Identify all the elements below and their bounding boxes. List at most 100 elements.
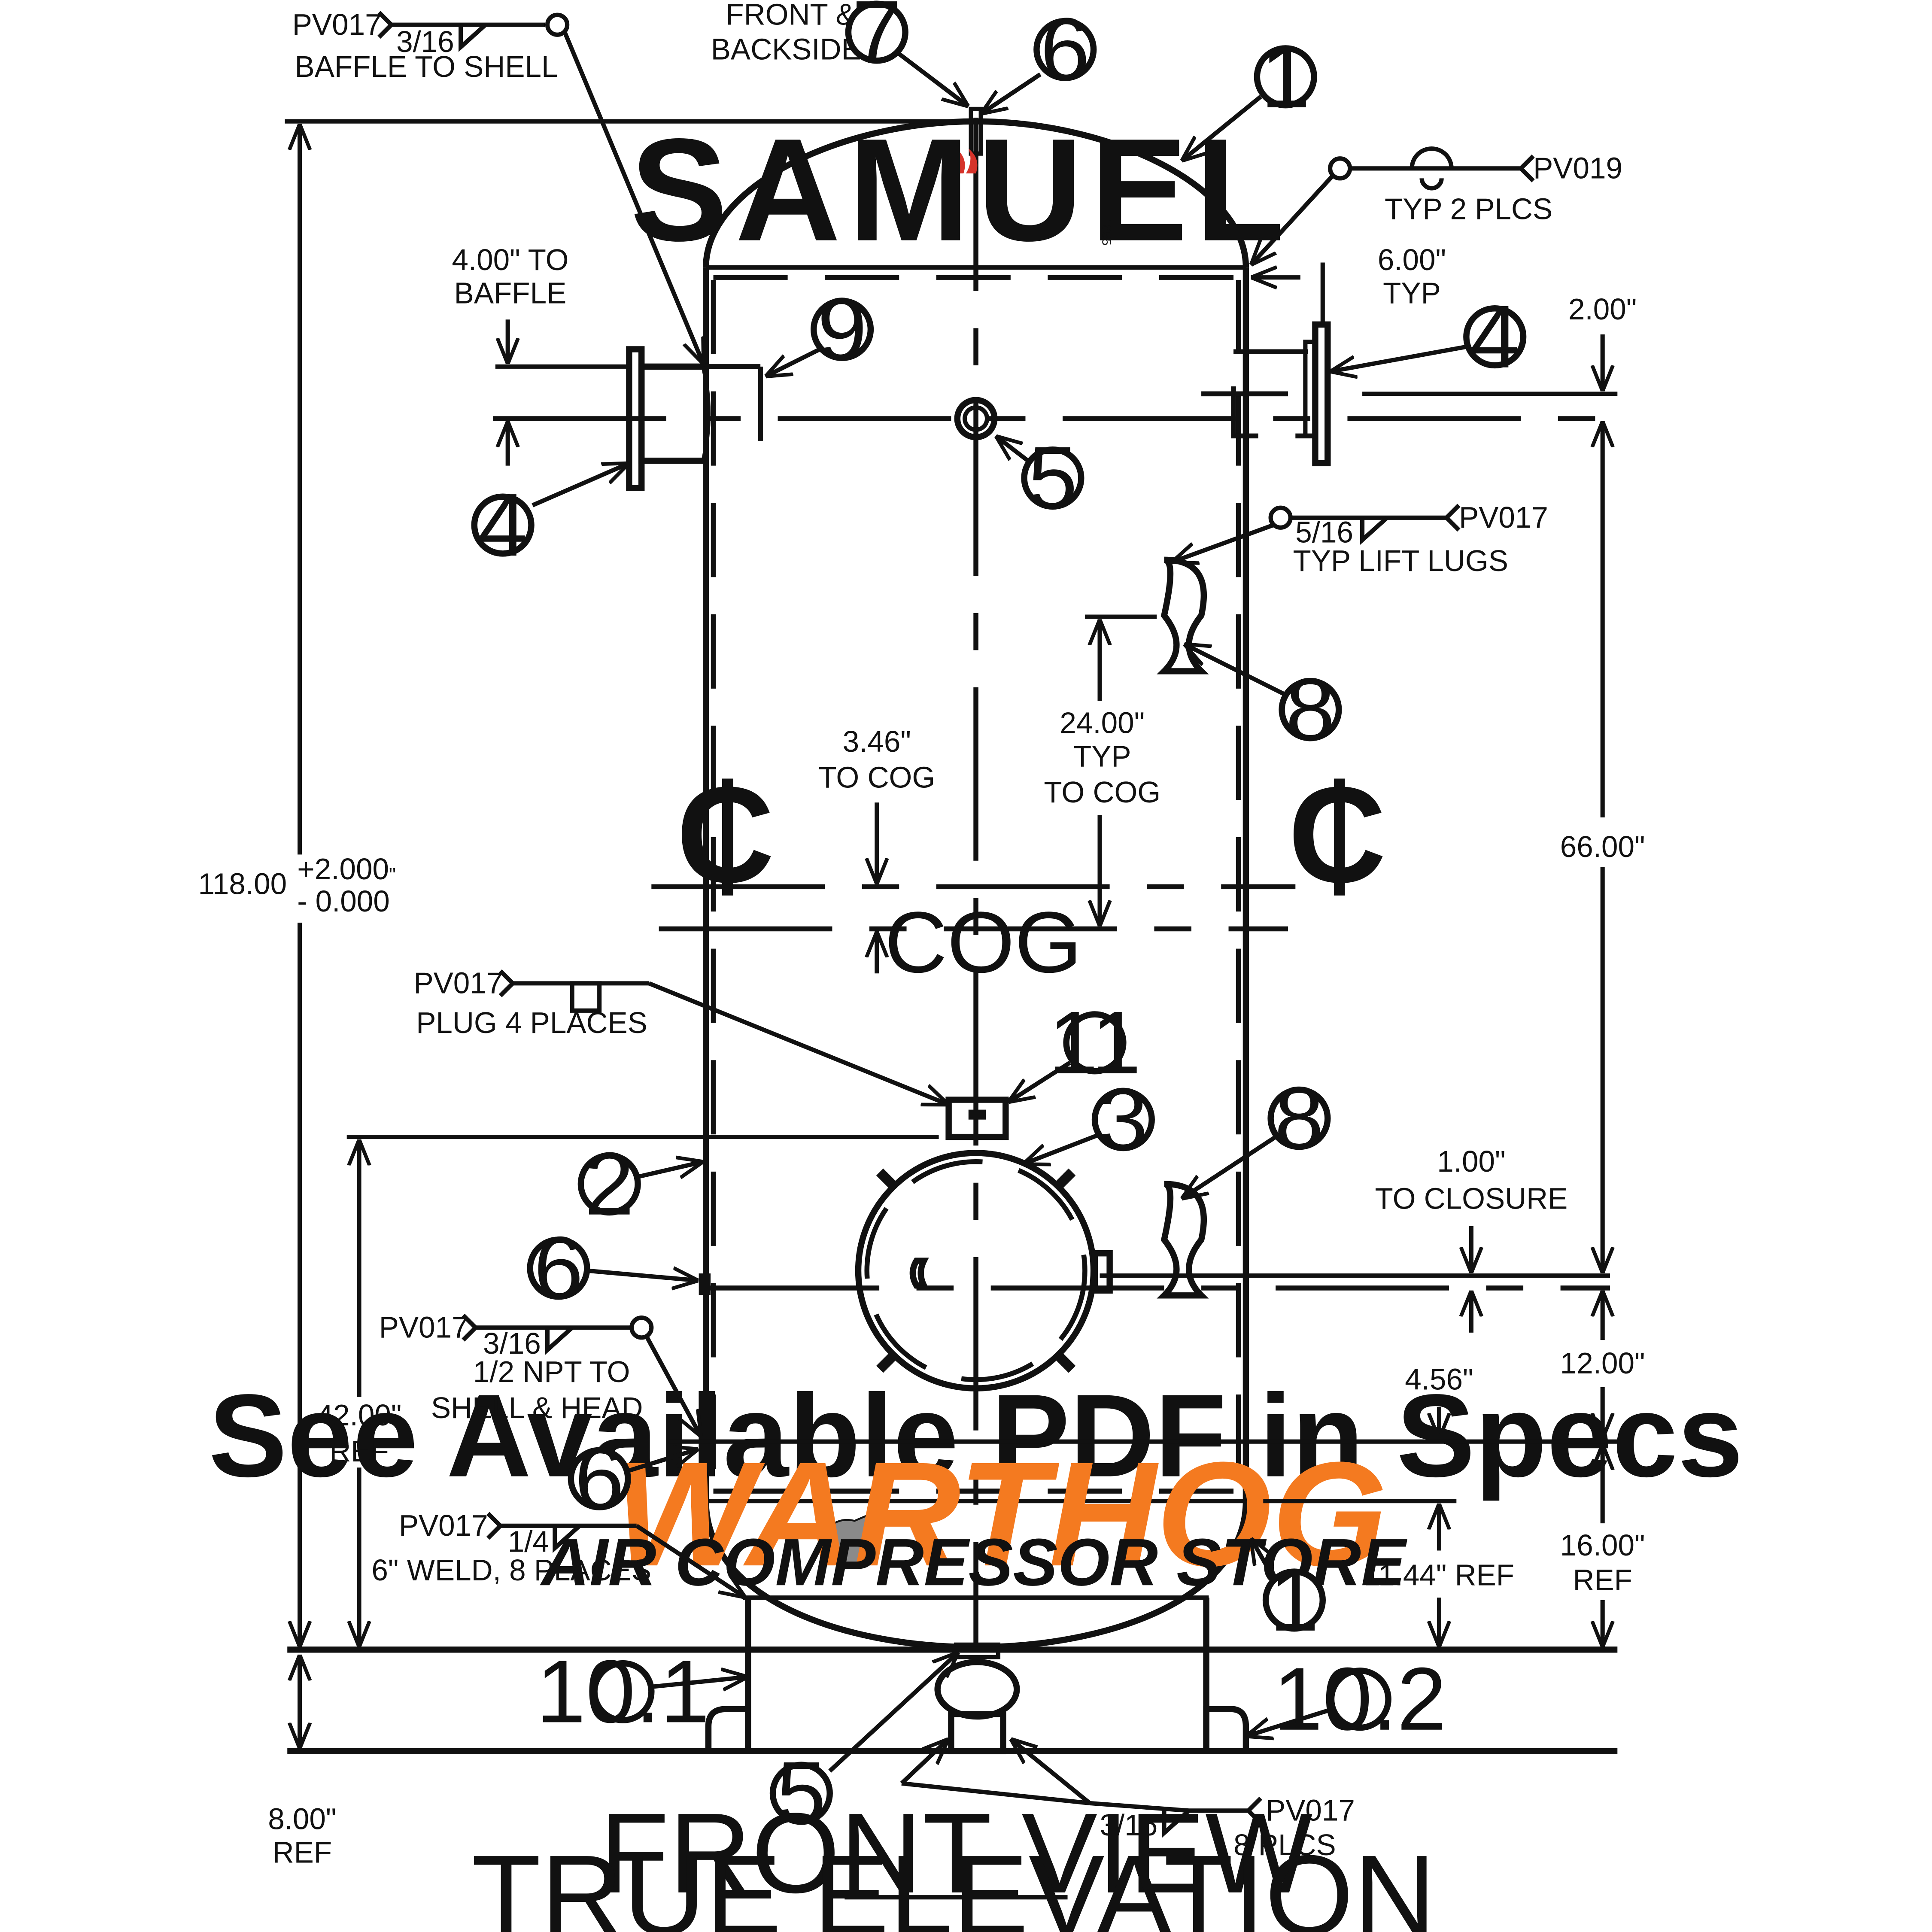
cog-label: COG: [884, 893, 1082, 990]
plug-code: PV017: [413, 966, 503, 999]
balloon-leaders: [532, 50, 1467, 1773]
dim-cog24-line3: TO COG: [1044, 775, 1160, 809]
plug-text: PLUG 4 PLACES: [416, 1006, 647, 1039]
balloon-10-1: 10.1: [536, 1642, 710, 1741]
weld-callouts: [377, 11, 1535, 1838]
npt-text-line2: SHELL & HEAD: [431, 1391, 643, 1425]
balloon-8-top: 8: [1279, 660, 1342, 759]
balloon-6-top: 6: [1033, 0, 1097, 99]
plcs8-text: 8 PLCS: [1233, 1828, 1336, 1862]
balloon-3: 3: [1091, 1070, 1155, 1170]
dim-cog24-line1: 24.00": [1060, 706, 1145, 740]
dim-456in: 4.56": [1405, 1363, 1473, 1396]
svg-text:6: 6: [574, 1429, 624, 1528]
centerline-symbol-right: ₵: [1288, 759, 1386, 911]
balloon-1-bottom: 1: [1262, 1550, 1326, 1650]
coupling-mid: [699, 1273, 711, 1295]
upper-lift-lug: [1157, 556, 1209, 674]
plcs8-size: 3/16: [1100, 1808, 1158, 1842]
balloon-6-mid: 6: [527, 1218, 590, 1318]
dim-66in: 66.00": [1560, 830, 1645, 863]
logo-text: SAMUEL: [630, 109, 1292, 272]
nameplate: [945, 1097, 1009, 1140]
dim-cog346-line1: 3.46": [843, 725, 911, 758]
centerline-symbol-left: ₵: [676, 759, 775, 911]
dim-baffle-line2: BAFFLE: [454, 276, 567, 310]
dim-ref42-line2: REF: [329, 1434, 389, 1468]
npt-text-line1: 1/2 NPT TO: [473, 1355, 630, 1388]
svg-text:11: 11: [1048, 993, 1141, 1093]
top-coupling: [969, 106, 983, 156]
balloon-5-bottom: 5: [769, 1744, 833, 1843]
view-title-line2: TRUE ELEVATION: [471, 1832, 1436, 1932]
weld-baffle-size: 3/16: [396, 25, 454, 58]
lift-code: PV017: [1459, 501, 1548, 534]
svg-text:5: 5: [777, 1744, 826, 1843]
balloon-11: 11: [1048, 993, 1141, 1093]
dim-cog24-line2: TYP: [1073, 740, 1131, 773]
dim-closure-line1: 1.00": [1437, 1145, 1505, 1178]
dim-cog346-line2: TO COG: [818, 761, 935, 794]
svg-text:10.1: 10.1: [536, 1642, 710, 1741]
spec-banner: See Available PDF in Specs: [209, 1370, 1743, 1502]
balloon-1-top: 1: [1254, 27, 1317, 127]
front-backside-line1: FRONT &: [726, 0, 856, 31]
dim-12in: 12.00": [1560, 1346, 1645, 1380]
plcs8-code: PV017: [1266, 1793, 1355, 1827]
dimension-lines: [285, 119, 1618, 1749]
brand-name: WARTHOG: [614, 1431, 1387, 1597]
dim-ref16-line2: REF: [1573, 1563, 1632, 1597]
dim-1144-ref: 11.44" REF: [1364, 1558, 1514, 1592]
top-port-circle: [954, 397, 998, 440]
logo-year: 1855: [1099, 218, 1113, 246]
typ2-code: PV019: [1533, 151, 1622, 185]
cog-lines: ₵ ₵ COG: [651, 759, 1386, 990]
balloon-4-right: 4: [1463, 287, 1527, 387]
dim-ref8-line1: 8.00": [268, 1802, 336, 1836]
svg-text:7: 7: [852, 0, 902, 82]
svg-text:6: 6: [1040, 0, 1090, 99]
front-backside-line2: BACKSIDE: [711, 32, 861, 66]
view-title: FRONT VIEW TRUE ELEVATION: [471, 1790, 1436, 1932]
samuel-logo: SAMUEL 1855: [630, 109, 1292, 272]
svg-text:6: 6: [534, 1218, 583, 1318]
left-nozzle: [493, 346, 1610, 491]
balloon-2: 2: [577, 1134, 641, 1234]
weld6-text: 6" WELD, 8 PLACES: [371, 1553, 651, 1587]
svg-text:8: 8: [1274, 1069, 1324, 1168]
svg-text:3: 3: [1099, 1070, 1148, 1170]
dim-typ6-line1: 6.00": [1378, 243, 1446, 276]
balloon-10-2: 10.2: [1273, 1649, 1446, 1749]
lower-lift-lug: [1157, 1181, 1209, 1299]
right-nozzle: [1201, 321, 1331, 467]
warthog-mascot-icon: [818, 1512, 881, 1564]
dim-overall-plus: +2.000: [297, 852, 389, 886]
npt-code: PV017: [379, 1310, 468, 1344]
manway: [706, 1150, 1610, 1391]
weld-baffle-text: BAFFLE TO SHELL: [295, 50, 558, 83]
typ2-text: TYP 2 PLCS: [1385, 192, 1552, 226]
lift-text: TYP LIFT LUGS: [1293, 544, 1508, 577]
dim-2in: 2.00": [1568, 292, 1637, 326]
balloon-8-bottom: 8: [1267, 1069, 1331, 1168]
top-port-inner: [963, 405, 990, 432]
weld6-code: PV017: [399, 1509, 488, 1542]
svg-text:4: 4: [1470, 287, 1520, 387]
npt-size: 3/16: [483, 1327, 541, 1360]
dim-ref42-line1: 42.00": [317, 1398, 402, 1432]
balloon-7: 7: [845, 0, 908, 82]
svg-text:2: 2: [584, 1134, 634, 1234]
balloon-6-low: 6: [568, 1429, 631, 1528]
svg-text:1: 1: [1270, 1550, 1319, 1650]
dim-overall-unit: ": [389, 864, 396, 886]
weld-baffle-code: PV017: [292, 8, 382, 41]
weld-callout-text: PV017 3/16 BAFFLE TO SHELL FRONT & BACKS…: [292, 0, 1622, 1862]
manway-bolts: [876, 1168, 1076, 1373]
weld6-size: 1/4: [508, 1525, 549, 1558]
svg-text:5: 5: [1028, 428, 1078, 528]
dim-baffle-line1: 4.00" TO: [452, 243, 568, 276]
dim-overall-main: 118.00: [198, 867, 287, 901]
dim-closure-line2: TO CLOSURE: [1375, 1182, 1568, 1215]
balloon-5-top: 5: [1021, 428, 1084, 528]
